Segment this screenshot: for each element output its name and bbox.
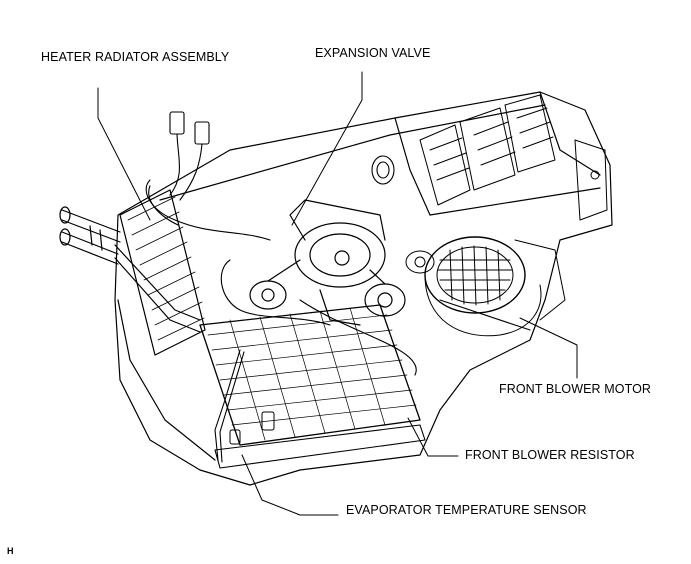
expansion-valve-assembly (249, 199, 406, 326)
leader-expansion-valve (291, 71, 363, 226)
evaporator-core (199, 304, 426, 469)
wire-harness (145, 111, 531, 463)
leader-heater-radiator (97, 87, 151, 221)
label-front-blower-motor: FRONT BLOWER MOTOR (499, 382, 652, 396)
leader-evaporator-sensor (241, 454, 339, 516)
top-fitting (371, 155, 395, 185)
hvac-housing (114, 91, 613, 486)
heater-pipes (59, 206, 201, 333)
label-heater-radiator-assembly: HEATER RADIATOR ASSEMBLY (41, 50, 230, 64)
label-evaporator-temperature-sensor: EVAPORATOR TEMPERATURE SENSOR (346, 503, 587, 517)
leader-lines (97, 71, 578, 516)
figure-code: H (7, 546, 14, 556)
upper-duct-vents (419, 94, 608, 221)
label-expansion-valve: EXPANSION VALVE (315, 46, 431, 60)
leader-front-blower-motor (519, 317, 578, 379)
heater-radiator-core (119, 189, 206, 356)
leader-front-blower-resistor (407, 417, 459, 457)
front-blower-motor (405, 236, 566, 337)
label-front-blower-resistor: FRONT BLOWER RESISTOR (465, 448, 635, 462)
